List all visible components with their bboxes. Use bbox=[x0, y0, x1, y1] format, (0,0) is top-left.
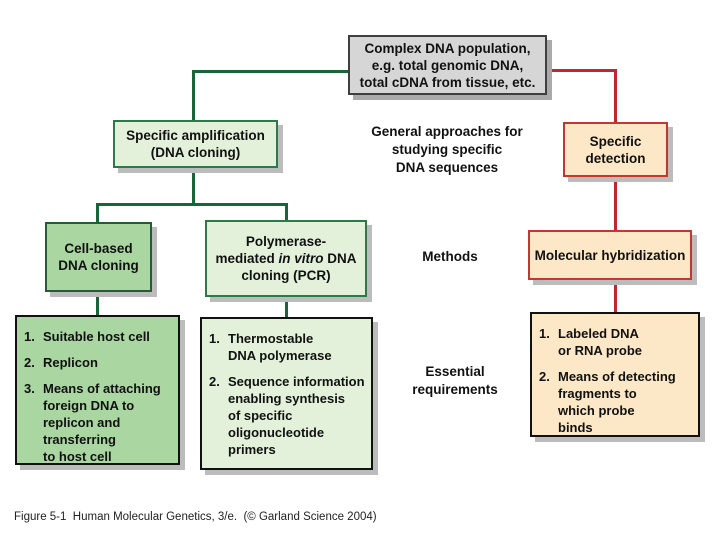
requirement-number: 3. bbox=[24, 381, 35, 396]
requirement-text: Suitable host cell bbox=[43, 329, 150, 344]
requirement-number: 2. bbox=[24, 355, 35, 370]
molecular-hybridization-box: Molecular hybridization bbox=[528, 230, 692, 280]
pcr-cloning-text: Polymerase- mediated in vitro DNA clonin… bbox=[215, 233, 356, 284]
requirement-text: Means of attaching foreign DNA to replic… bbox=[43, 381, 161, 464]
requirement-item: 2. Means of detecting fragments to which… bbox=[539, 368, 694, 436]
requirement-item: 1. Labeled DNA or RNA probe bbox=[539, 325, 694, 359]
requirement-text: Means of detecting fragments to which pr… bbox=[558, 369, 676, 435]
connector-branch-to-pcr bbox=[285, 203, 288, 222]
requirement-number: 1. bbox=[24, 329, 35, 344]
connector-branch-to-cell-based bbox=[96, 203, 99, 224]
connector-hybridization-to-requirements bbox=[614, 278, 617, 314]
specific-amplification-text: Specific amplification (DNA cloning) bbox=[126, 128, 265, 160]
specific-amplification-box: Specific amplification (DNA cloning) bbox=[113, 120, 278, 168]
pcr-cloning-box: Polymerase- mediated in vitro DNA clonin… bbox=[205, 220, 367, 297]
requirement-item: 2. Replicon bbox=[24, 354, 174, 371]
requirement-number: 2. bbox=[209, 374, 220, 389]
connector-pcr-to-requirements bbox=[285, 295, 288, 319]
complex-dna-population-box: Complex DNA population, e.g. total genom… bbox=[348, 35, 547, 95]
methods-label: Methods bbox=[422, 249, 478, 264]
connector-root-to-amplification-vertical bbox=[192, 70, 195, 122]
requirement-number: 1. bbox=[209, 331, 220, 346]
requirement-text: Sequence information enabling synthesis … bbox=[228, 374, 365, 457]
connector-detection-to-hybridization bbox=[614, 175, 617, 232]
requirement-text: Labeled DNA or RNA probe bbox=[558, 326, 643, 358]
requirement-number: 2. bbox=[539, 369, 550, 384]
figure-caption: Figure 5-1 Human Molecular Genetics, 3/e… bbox=[14, 511, 377, 523]
cell-based-cloning-box: Cell-based DNA cloning bbox=[45, 222, 152, 292]
connector-root-to-amplification-horizontal bbox=[192, 70, 348, 73]
requirement-text: Replicon bbox=[43, 355, 98, 370]
requirement-item: 3. Means of attaching foreign DNA to rep… bbox=[24, 380, 174, 465]
connector-root-to-detection-horizontal bbox=[545, 69, 617, 72]
essential-requirements-label: Essential requirements bbox=[412, 364, 498, 397]
connector-cell-based-to-requirements bbox=[96, 290, 99, 317]
connector-amplification-branch-horizontal bbox=[96, 203, 288, 206]
requirement-number: 1. bbox=[539, 326, 550, 341]
hybridization-requirements-box: 1. Labeled DNA or RNA probe 2. Means of … bbox=[530, 312, 700, 437]
specific-detection-text: Specific detection bbox=[585, 133, 646, 166]
requirement-item: 1. Suitable host cell bbox=[24, 328, 174, 345]
cell-based-requirements-box: 1. Suitable host cell 2. Replicon 3. Mea… bbox=[15, 315, 180, 465]
molecular-hybridization-text: Molecular hybridization bbox=[534, 247, 686, 263]
requirement-item: 2. Sequence information enabling synthes… bbox=[209, 373, 367, 458]
pcr-requirements-box: 1. Thermostable DNA polymerase 2. Sequen… bbox=[200, 317, 373, 470]
pcr-title-in-vitro: in vitro bbox=[278, 251, 324, 266]
pcr-title-suffix: DNA cloning (PCR) bbox=[241, 251, 357, 283]
requirement-item: 1. Thermostable DNA polymerase bbox=[209, 330, 367, 364]
connector-root-to-detection-vertical bbox=[614, 69, 617, 124]
specific-detection-box: Specific detection bbox=[563, 122, 668, 177]
requirement-text: Thermostable DNA polymerase bbox=[228, 331, 332, 363]
general-approaches-label: General approaches for studying specific… bbox=[371, 124, 523, 175]
connector-amplification-stem bbox=[192, 166, 195, 206]
pcr-title-prefix: Polymerase- mediated bbox=[215, 234, 327, 266]
cell-based-cloning-text: Cell-based DNA cloning bbox=[58, 241, 139, 273]
complex-dna-population-text: Complex DNA population, e.g. total genom… bbox=[359, 40, 536, 90]
